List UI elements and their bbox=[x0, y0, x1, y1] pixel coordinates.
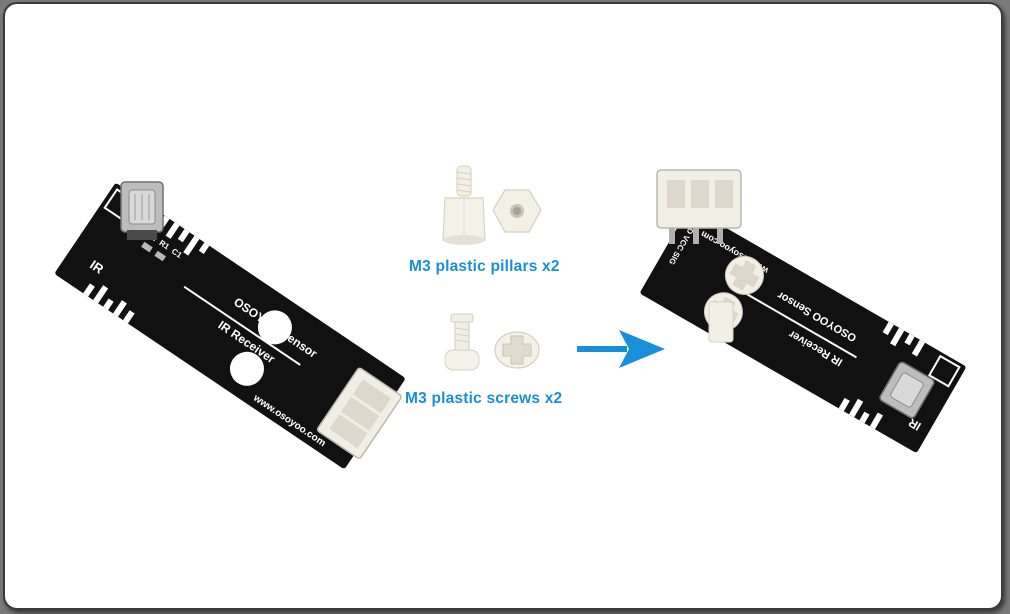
plastic-hex-pillar-top-icon bbox=[492, 189, 542, 233]
right-silk-marks bbox=[743, 291, 961, 430]
pillars-caption: M3 plastic pillars x2 bbox=[409, 258, 560, 275]
left-ir-sensor-component bbox=[120, 181, 164, 240]
left-3pin-connector bbox=[316, 367, 402, 459]
plastic-screw-head-icon bbox=[494, 331, 540, 369]
right-pillar-under-board bbox=[708, 301, 734, 343]
image-frame: OSOYOO Sensor IR Receiver www.osoyoo.com… bbox=[3, 2, 1003, 610]
left-ir-receiver-board: OSOYOO Sensor IR Receiver www.osoyoo.com… bbox=[55, 183, 405, 469]
screws-caption: M3 plastic screws x2 bbox=[405, 390, 563, 407]
left-mount-hole-2 bbox=[229, 351, 264, 386]
right-ir-receiver-board: OSOYOO Sensor IR Receiver www.osoyoo.com… bbox=[640, 207, 966, 453]
plastic-pillar-icon bbox=[442, 165, 486, 245]
left-smd-capacitor bbox=[154, 250, 167, 262]
plastic-screw-icon bbox=[444, 313, 480, 371]
product-scene: OSOYOO Sensor IR Receiver www.osoyoo.com… bbox=[55, 165, 966, 469]
right-3pin-connector bbox=[656, 169, 742, 244]
arrow-right-icon bbox=[577, 330, 665, 368]
left-smd-resistor bbox=[141, 241, 153, 253]
left-mount-hole-1 bbox=[257, 310, 292, 345]
left-pcb bbox=[55, 183, 405, 469]
